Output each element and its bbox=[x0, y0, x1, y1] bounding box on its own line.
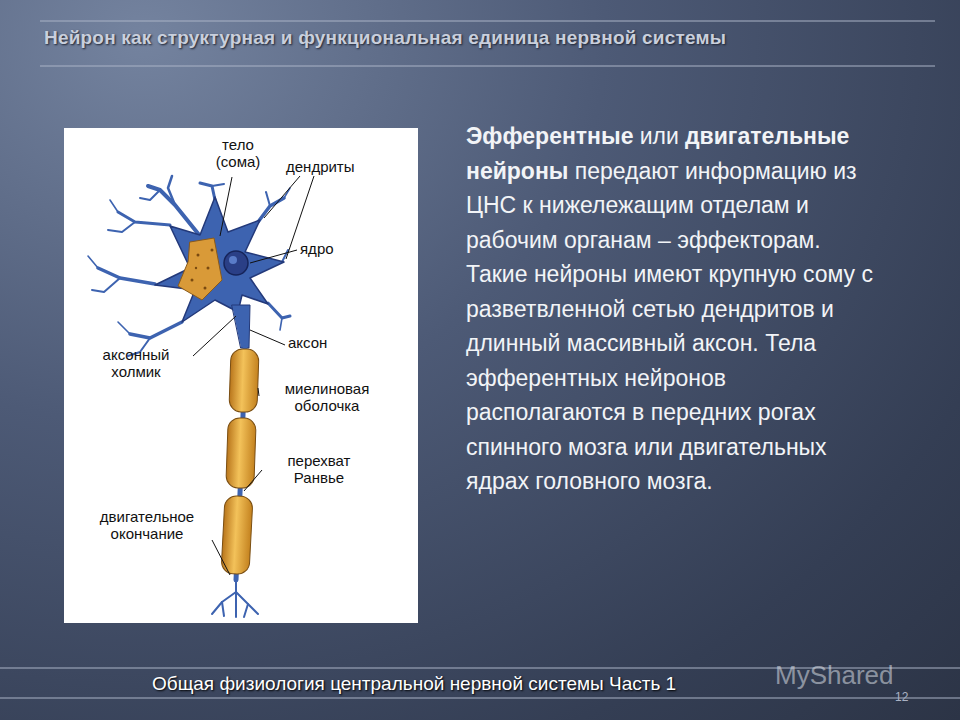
part-label: перехват Ранвье bbox=[264, 452, 374, 486]
bold-term: Эфферентные bbox=[466, 123, 633, 149]
description-paragraph: Эфферентныеилидвигательные нейроныпереда… bbox=[466, 119, 884, 499]
neuron-illustration bbox=[88, 176, 290, 617]
illustration-panel bbox=[64, 128, 418, 623]
rule-line bbox=[40, 66, 935, 67]
watermark: MyShared bbox=[775, 660, 945, 691]
part-label: аксон bbox=[288, 334, 358, 351]
part-label: двигательное окончание bbox=[72, 508, 222, 542]
part-label: ядро bbox=[300, 240, 360, 257]
page-number: 12 bbox=[895, 690, 925, 704]
rule-line bbox=[40, 21, 935, 22]
part-label: дендриты bbox=[286, 158, 376, 175]
part-label: тело (сома) bbox=[198, 136, 278, 170]
slide-title: Нейрон как структурная и функциональная … bbox=[44, 27, 924, 49]
part-label: миелиновая оболочка bbox=[262, 380, 392, 414]
footer-text: Общая физиология центральной нервной сис… bbox=[152, 673, 752, 695]
body-text: передают информацию из ЦНС к нижележащим… bbox=[466, 158, 873, 495]
rule-line bbox=[0, 698, 960, 699]
leader-lines bbox=[193, 176, 314, 575]
body-text: или bbox=[640, 123, 679, 149]
part-label: аксонный холмик bbox=[80, 346, 192, 380]
